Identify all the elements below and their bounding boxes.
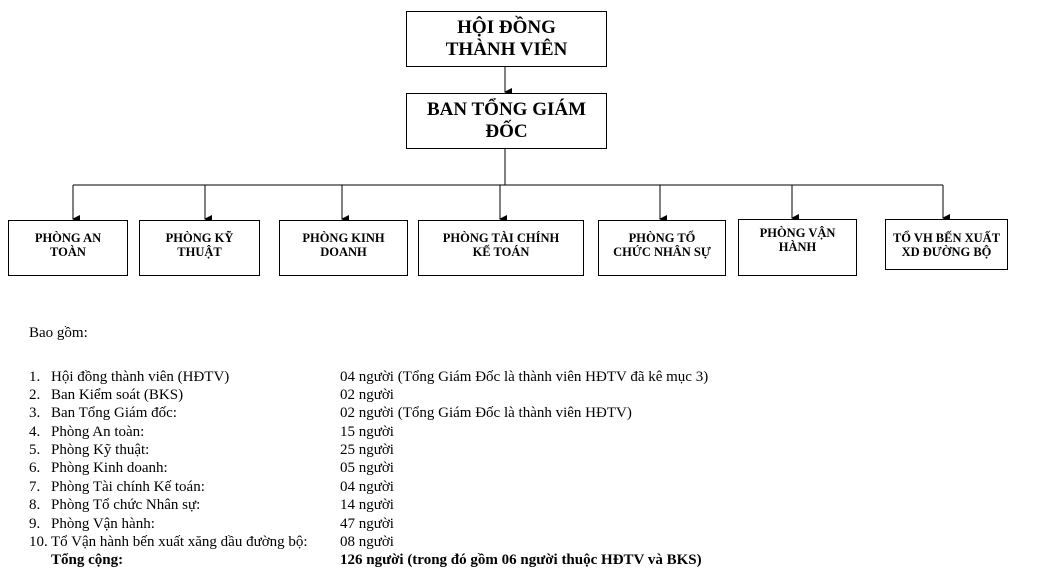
dept-label: PHÒNG VẬN — [759, 226, 836, 240]
dept-label: XD ĐƯỜNG BỘ — [901, 244, 992, 259]
total-value: 126 người (trong đó gồm 06 người thuộc H… — [340, 552, 702, 568]
row-name: Phòng An toàn: — [51, 424, 145, 440]
row-number: 5. — [29, 442, 41, 458]
dept-label: PHÒNG TỔ — [628, 231, 696, 245]
row-number: 7. — [29, 479, 41, 495]
row-number: 1. — [29, 369, 41, 385]
row-number: 9. — [29, 516, 41, 532]
row-value: 08 người — [340, 534, 394, 550]
ceo-box: BAN TỔNG GIÁM ĐỐC — [406, 93, 607, 149]
dept-label: CHỨC NHÂN SỰ — [613, 245, 711, 259]
dept-label: DOANH — [320, 245, 367, 259]
row-value: 05 người — [340, 460, 394, 476]
row-number: 10. — [29, 534, 48, 550]
board-box: HỘI ĐỒNG THÀNH VIÊN — [406, 11, 607, 67]
dept-label: PHÒNG KINH — [302, 231, 385, 245]
ceo-label-line1: BAN TỔNG GIÁM — [426, 99, 587, 120]
row-name: Hội đồng thành viên (HĐTV) — [51, 369, 230, 385]
row-name: Phòng Tổ chức Nhân sự: — [51, 497, 201, 513]
row-value: 04 người — [340, 479, 394, 495]
row-number: 2. — [29, 387, 41, 403]
dept-label: PHÒNG TÀI CHÍNH — [442, 231, 560, 245]
row-name: Ban Kiểm soát (BKS) — [51, 387, 184, 403]
row-value: 04 người (Tổng Giám Đốc là thành viên HĐ… — [340, 369, 709, 385]
row-number: 3. — [29, 405, 41, 421]
row-number: 6. — [29, 460, 41, 476]
dept-label: HÀNH — [778, 240, 817, 254]
row-name: Ban Tổng Giám đốc: — [51, 405, 177, 421]
row-value: 15 người — [340, 424, 394, 440]
dept-label: PHÒNG AN — [34, 231, 102, 245]
dept-label: PHÒNG KỸ — [165, 231, 234, 245]
dept-label: TOÀN — [50, 245, 86, 259]
board-label-line1: HỘI ĐỒNG — [457, 17, 556, 38]
row-value: 47 người — [340, 516, 394, 532]
row-name: Tổ Vận hành bến xuất xăng dầu đường bộ: — [51, 534, 308, 550]
ceo-label-line2: ĐỐC — [485, 121, 528, 142]
row-value: 02 người — [340, 387, 394, 403]
row-name: Phòng Kỹ thuật: — [51, 442, 150, 458]
total-label: Tổng cộng: — [51, 552, 124, 568]
board-label-line2: THÀNH VIÊN — [445, 39, 568, 60]
row-value: 14 người — [340, 497, 394, 513]
row-name: Phòng Vận hành: — [51, 516, 155, 532]
row-number: 8. — [29, 497, 41, 513]
dept-label: TỔ VH BẾN XUẤT — [892, 230, 1001, 245]
row-value: 02 người (Tổng Giám Đốc là thành viên HĐ… — [340, 405, 632, 421]
row-number: 4. — [29, 424, 41, 440]
staff-intro: Bao gồm: — [29, 325, 88, 341]
dept-label: KẾ TOÁN — [472, 245, 530, 259]
row-value: 25 người — [340, 442, 394, 458]
dept-label: THUẬT — [177, 245, 222, 259]
row-name: Phòng Tài chính Kế toán: — [51, 479, 205, 495]
row-name: Phòng Kinh doanh: — [51, 460, 168, 476]
